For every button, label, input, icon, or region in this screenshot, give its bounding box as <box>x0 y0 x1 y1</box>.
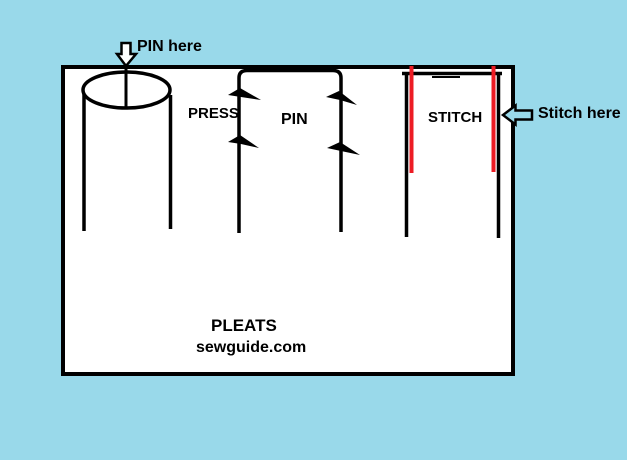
stitch-here-arrow-icon <box>500 102 534 128</box>
source-credit: sewguide.com <box>196 339 307 356</box>
diagram-title: PLEATS <box>211 316 277 335</box>
fabric-tube-step3 <box>402 66 502 238</box>
pin-here-label: PIN here <box>137 38 202 55</box>
step-stitch-label: STITCH <box>428 109 483 126</box>
stitch-here-label: Stitch here <box>538 105 621 122</box>
pin-icon <box>228 135 259 148</box>
fabric-tube-step2 <box>228 65 360 233</box>
pin-icon <box>228 88 261 100</box>
pin-here-arrow-icon <box>114 41 139 69</box>
pin-icon <box>327 142 360 155</box>
pin-icon <box>326 91 357 105</box>
step-pin-label: PIN <box>281 111 308 128</box>
fabric-tube-step1 <box>81 66 173 231</box>
step-press-label: PRESS <box>188 105 239 122</box>
drawing-panel <box>61 65 515 376</box>
